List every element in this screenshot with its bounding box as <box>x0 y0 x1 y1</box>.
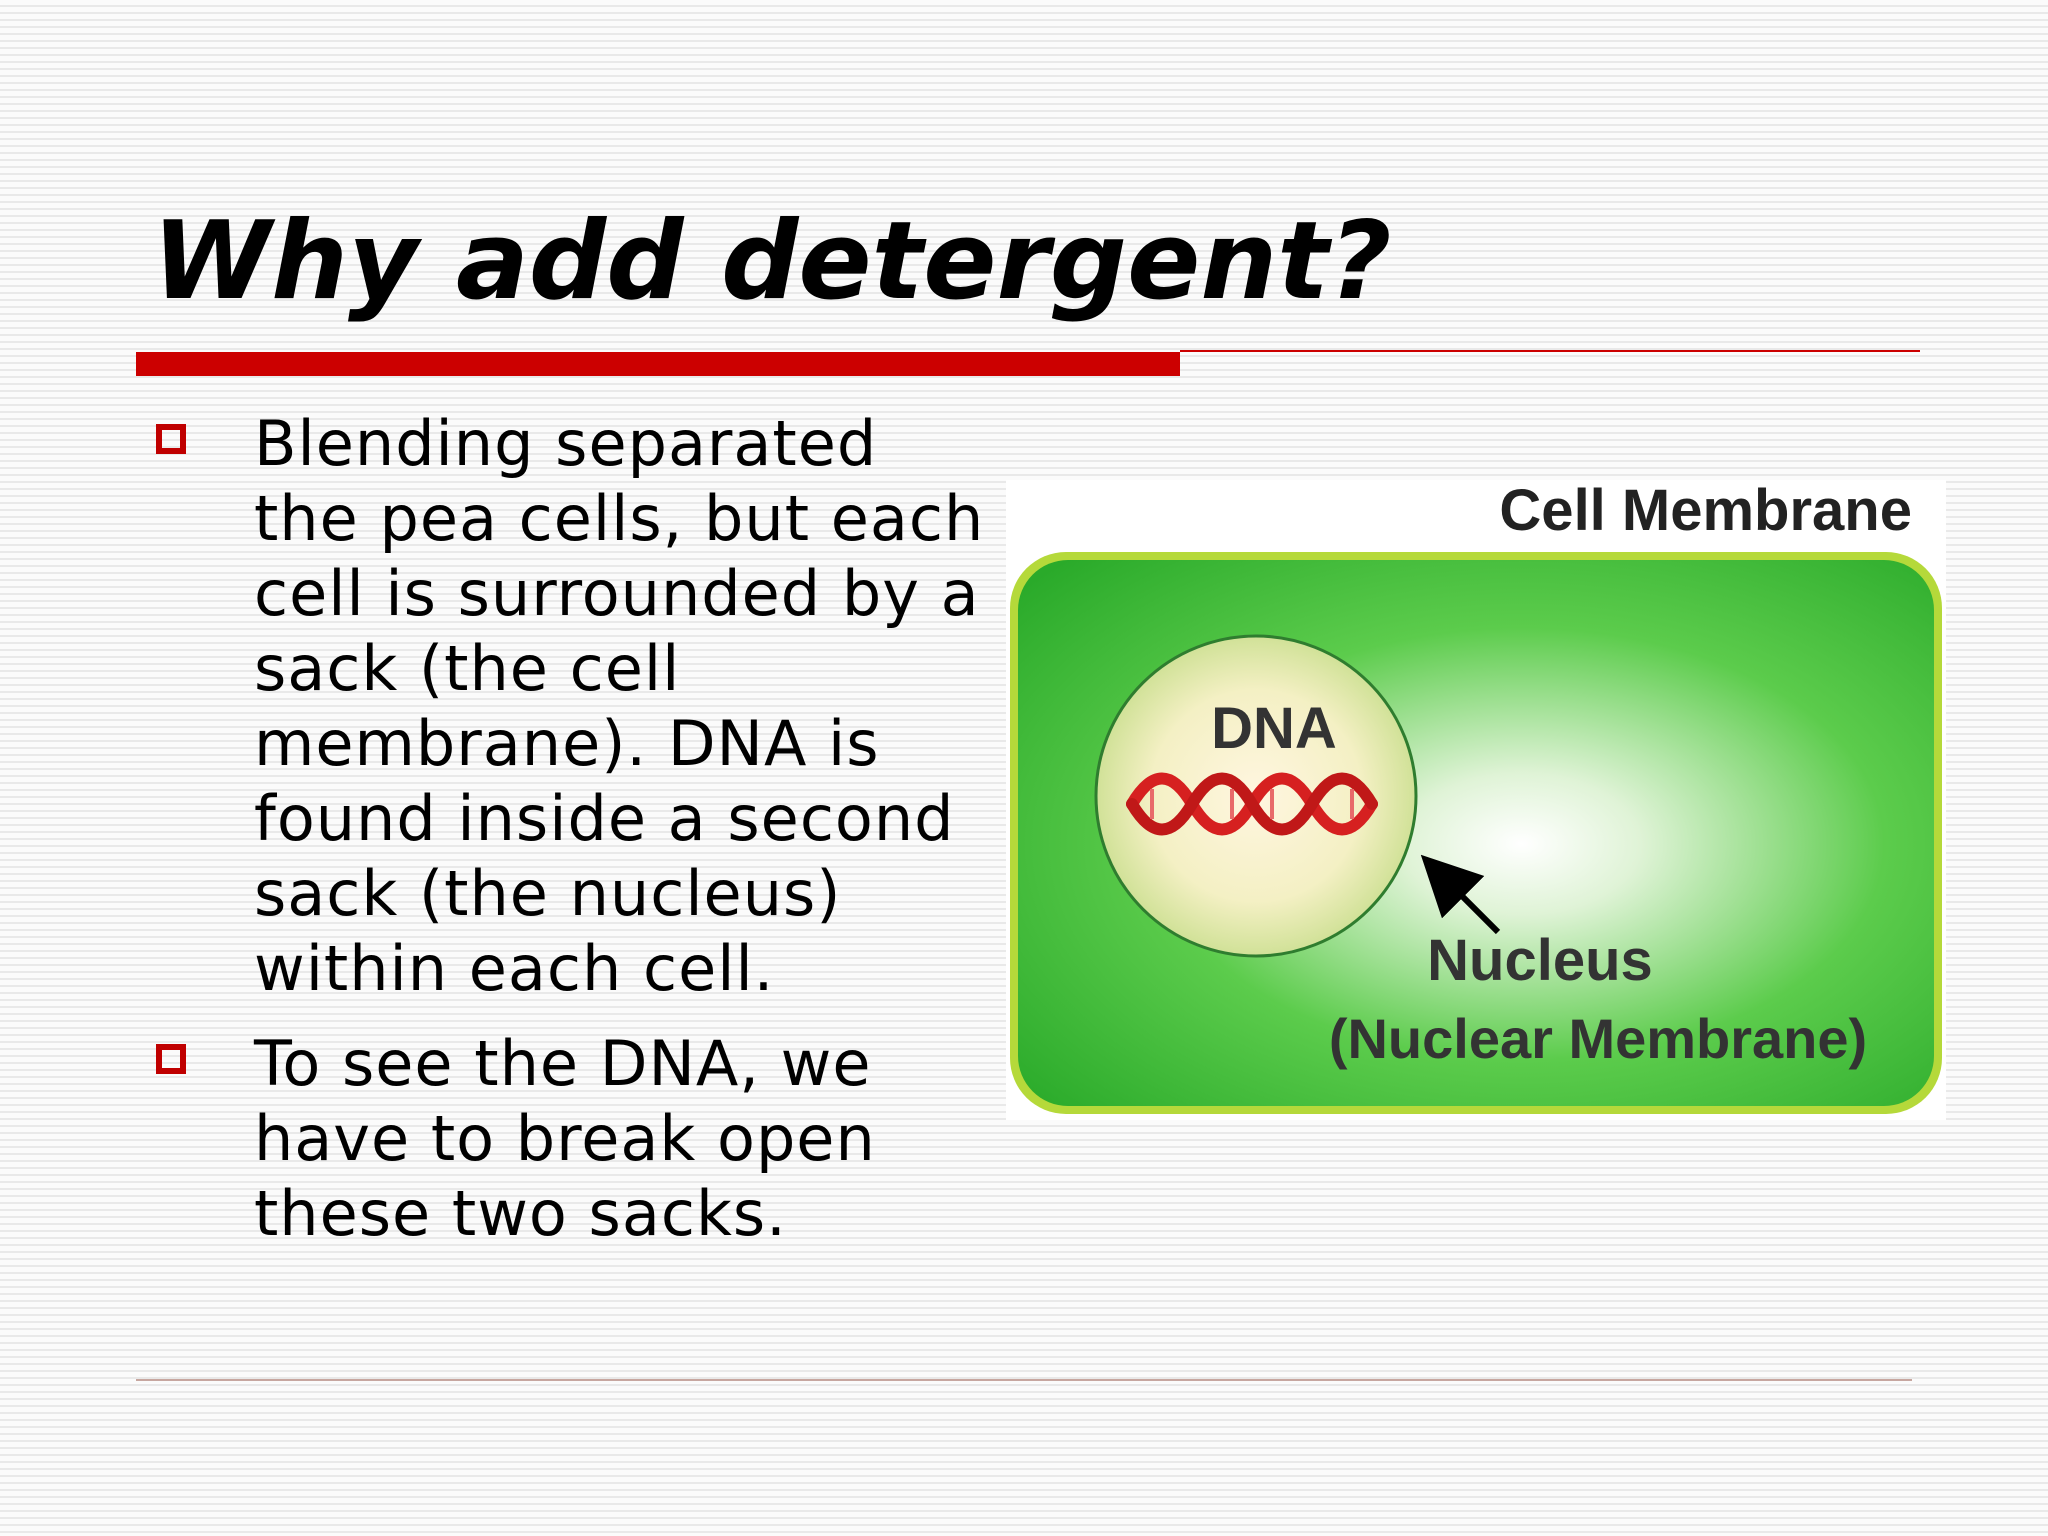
dna-label: DNA <box>1211 696 1337 761</box>
bullet-text: Blending separated the pea cells, but ea… <box>254 407 985 1005</box>
bullet-item: To see the DNA, we have to break open th… <box>150 1026 990 1251</box>
slide-title: Why add detergent? <box>152 199 1392 324</box>
cell-diagram: Cell Membrane DNA Nucleus (Nuclear Membr… <box>1006 480 1946 1120</box>
title-underline-thin <box>1180 350 1920 352</box>
title-underline-thick <box>136 352 1180 376</box>
square-bullet-icon <box>156 1044 186 1074</box>
bullet-item: Blending separated the pea cells, but ea… <box>150 406 990 1006</box>
cell-diagram-svg: Cell Membrane DNA Nucleus (Nuclear Membr… <box>1010 480 1942 1114</box>
nucleus-label: Nucleus <box>1427 928 1653 993</box>
nuclear-membrane-label: (Nuclear Membrane) <box>1329 1007 1867 1070</box>
bullet-list: Blending separated the pea cells, but ea… <box>150 406 990 1271</box>
footer-divider <box>136 1379 1912 1381</box>
bullet-text: To see the DNA, we have to break open th… <box>254 1027 876 1250</box>
nucleus-arrow-icon <box>1420 854 1501 935</box>
dna-helix-icon <box>1126 772 1378 836</box>
square-bullet-icon <box>156 424 186 454</box>
cell-membrane-label: Cell Membrane <box>1499 480 1912 543</box>
